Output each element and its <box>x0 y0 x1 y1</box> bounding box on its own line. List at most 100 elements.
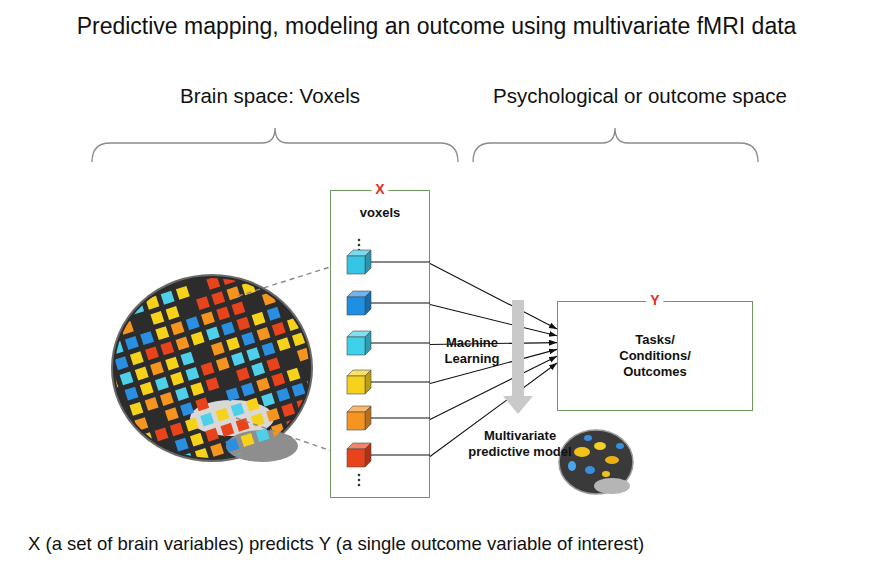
voxel-square <box>256 378 270 392</box>
voxel-square <box>134 468 148 482</box>
voxel-square <box>161 291 175 305</box>
voxel-square <box>99 412 113 426</box>
voxel-square <box>266 459 280 473</box>
voxel-square <box>104 376 118 390</box>
voxel-square <box>201 261 215 275</box>
voxel-square <box>114 457 128 471</box>
diagram-title: Predictive mapping, modeling an outcome … <box>0 13 873 40</box>
voxel-square <box>169 473 183 487</box>
voxel-square <box>144 448 158 462</box>
voxel-square <box>109 442 123 456</box>
voxel-square <box>125 387 139 401</box>
voxel-square <box>114 407 128 421</box>
voxel-square <box>262 292 276 306</box>
voxel-square <box>216 306 230 320</box>
voxel-square <box>227 286 241 300</box>
voxel-square <box>171 271 185 285</box>
voxel-square <box>227 236 241 250</box>
text-label: Brain space: Voxels <box>140 84 400 108</box>
voxel-square <box>120 321 134 335</box>
voxel-square <box>206 377 220 391</box>
voxel-square <box>276 388 290 402</box>
voxel-cube <box>347 291 371 315</box>
voxel-square <box>160 392 174 406</box>
voxel-square <box>267 256 281 270</box>
voxel-square <box>119 473 133 487</box>
voxel-square <box>115 356 129 370</box>
voxel-square <box>312 292 326 306</box>
voxel-square <box>134 417 148 431</box>
voxel-square <box>155 326 169 340</box>
connector-arrow <box>430 264 557 330</box>
voxel-square <box>272 322 286 336</box>
voxel-square <box>256 428 270 442</box>
voxel-square <box>139 483 153 497</box>
voxel-square <box>288 216 302 230</box>
voxel-square <box>236 317 250 331</box>
cube-side <box>365 406 371 430</box>
voxel-square <box>301 413 315 427</box>
voxel-square <box>64 305 78 319</box>
voxel-square <box>176 336 190 350</box>
voxel-square <box>130 301 144 315</box>
voxel-lead <box>371 454 430 455</box>
voxel-square <box>149 463 163 477</box>
voxel-square <box>115 306 129 320</box>
voxel-square <box>262 241 276 255</box>
voxel-cube <box>347 250 371 274</box>
voxel-lead <box>371 342 430 343</box>
voxel-cube <box>347 370 371 394</box>
voxel-square <box>272 271 286 285</box>
voxel-square <box>232 251 246 265</box>
voxel-square <box>124 437 138 451</box>
voxel-square <box>246 347 260 361</box>
voxel-square <box>165 407 179 421</box>
voxel-square <box>306 429 320 443</box>
voxel-square <box>212 241 226 255</box>
voxel-cube <box>347 406 371 430</box>
voxel-square <box>271 373 285 387</box>
connector-arrow <box>430 363 557 457</box>
voxel-square <box>282 251 296 265</box>
voxel-square <box>160 341 174 355</box>
voxel-square <box>171 321 185 335</box>
voxel-square <box>200 413 214 427</box>
voxel-square <box>222 271 236 285</box>
voxel-square <box>236 367 250 381</box>
cube-front <box>347 337 365 355</box>
voxel-square <box>211 342 225 356</box>
voxel-square <box>302 312 316 326</box>
voxel-square <box>129 402 143 416</box>
voxel-square <box>85 316 99 330</box>
voxel-square <box>291 434 305 448</box>
voxel-square <box>292 282 306 296</box>
voxel-square <box>261 443 275 457</box>
voxel-square <box>231 352 245 366</box>
voxel-cubes <box>330 190 430 498</box>
voxel-square <box>220 423 234 437</box>
voxel-square <box>226 387 240 401</box>
box-body: voxels <box>331 205 429 220</box>
voxel-square <box>266 408 280 422</box>
voxel-square <box>180 402 194 416</box>
ellipsis-dot <box>357 238 360 241</box>
voxel-square <box>262 342 276 356</box>
voxel-square <box>141 281 155 295</box>
voxel-square <box>201 311 215 325</box>
voxel-square <box>296 398 310 412</box>
voxel-square <box>287 317 301 331</box>
voxel-lead <box>371 417 430 418</box>
voxel-square <box>89 381 103 395</box>
voxel-square <box>191 332 205 346</box>
edge-label: Machine Learning <box>433 335 511 367</box>
voxel-square <box>185 367 199 381</box>
voxel-square <box>311 444 325 458</box>
voxel-square <box>180 352 194 366</box>
voxel-square <box>215 458 229 472</box>
voxel-square <box>151 260 165 274</box>
ellipsis-dot <box>357 483 360 486</box>
voxel-square <box>241 332 255 346</box>
cube-side <box>365 250 371 274</box>
voxel-square <box>317 408 331 422</box>
